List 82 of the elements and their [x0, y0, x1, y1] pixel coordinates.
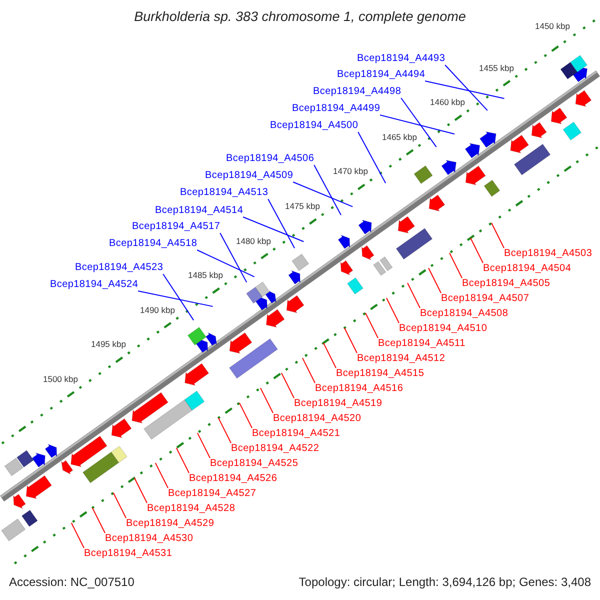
leader-line	[242, 216, 304, 242]
scale-label: 1465 kbp	[382, 132, 417, 142]
gene-label: Bcep18194_A4518	[109, 238, 198, 250]
gene-label: Bcep18194_A4494	[337, 69, 426, 81]
gene-label: Bcep18194_A4526	[189, 473, 278, 485]
gene-label: Bcep18194_A4493	[357, 53, 446, 65]
gene-label: Bcep18194_A4523	[75, 262, 164, 274]
leader-line	[449, 252, 462, 278]
scale-label: 1460 kbp	[430, 97, 465, 107]
leader-line	[138, 290, 214, 307]
scale-label: 1500 kbp	[43, 374, 78, 384]
leader-line	[322, 342, 336, 368]
gene-label: Bcep18194_A4524	[50, 279, 138, 291]
leader-line	[112, 492, 126, 518]
scale-label: 1490 kbp	[140, 305, 175, 315]
leader-line	[268, 198, 296, 249]
leader-line	[260, 387, 274, 414]
leader-line	[162, 274, 194, 321]
leader-line	[92, 507, 106, 534]
leader-line	[424, 80, 505, 99]
scale-label: 1485 kbp	[188, 270, 223, 280]
leader-line	[218, 417, 232, 444]
leader-line	[70, 522, 84, 548]
leader-line	[344, 327, 358, 354]
leader-line	[280, 372, 294, 398]
leader-line	[196, 432, 210, 458]
gene-label: Bcep18194_A4513	[180, 187, 268, 199]
leader-line	[134, 477, 148, 504]
leader-line	[154, 462, 168, 488]
gene-label: Bcep18194_A4519	[294, 398, 382, 410]
gene-label: Bcep18194_A4500	[270, 120, 358, 132]
leader-line	[365, 312, 378, 338]
leader-line	[386, 297, 400, 324]
leader-line	[220, 232, 248, 283]
leader-line	[196, 250, 255, 278]
gene-label: Bcep18194_A4510	[399, 323, 488, 335]
gene-label: Bcep18194_A4530	[105, 533, 194, 545]
leader-line	[358, 132, 386, 184]
gene-label: Bcep18194_A4527	[168, 488, 256, 500]
leader-line	[238, 402, 252, 428]
gene-label: Bcep18194_A4508	[420, 308, 508, 320]
leader-line	[491, 222, 504, 248]
leader-line	[176, 447, 190, 474]
gene-label: Bcep18194_A4522	[231, 443, 320, 455]
gene-label: Bcep18194_A4504	[483, 263, 572, 275]
leader-line	[400, 98, 437, 148]
leader-line	[380, 114, 455, 134]
leader-line	[444, 64, 488, 111]
scale-label: 1495 kbp	[91, 339, 126, 349]
scale-label: 1450 kbp	[535, 21, 570, 31]
scale-label: 1480 kbp	[236, 236, 271, 246]
accession-note: Accession: NC_007510	[9, 575, 134, 590]
gene-label: Bcep18194_A4516	[315, 383, 404, 395]
gene-label: Bcep18194_A4515	[336, 368, 424, 380]
gene-label: Bcep18194_A4521	[252, 428, 340, 440]
leader-line	[407, 282, 420, 308]
gene-label: Bcep18194_A4499	[292, 103, 380, 115]
gene-label: Bcep18194_A4511	[378, 338, 466, 350]
gene-label: Bcep18194_A4507	[441, 293, 530, 305]
gene-label: Bcep18194_A4498	[313, 86, 402, 98]
leader-line	[302, 357, 316, 384]
gene-label: Bcep18194_A4506	[226, 153, 314, 165]
leader-line	[470, 238, 484, 264]
gene-label: Bcep18194_A4503	[504, 248, 592, 260]
gene-label: Bcep18194_A4509	[205, 170, 294, 182]
leader-line	[292, 182, 354, 208]
gene-label: Bcep18194_A4512	[357, 353, 446, 365]
map-title: Burkholderia sp. 383 chromosome 1, complete genome	[133, 9, 467, 25]
gene-label: Bcep18194_A4514	[155, 205, 244, 217]
gene-label: Bcep18194_A4520	[273, 413, 362, 425]
gene-label: Bcep18194_A4525	[210, 458, 298, 470]
gene-label: Bcep18194_A4528	[147, 503, 236, 515]
gene-label: Bcep18194_A4531	[84, 548, 172, 560]
scale-label: 1475 kbp	[285, 201, 320, 211]
scale-label: 1455 kbp	[479, 63, 514, 73]
gene-label: Bcep18194_A4529	[126, 518, 214, 530]
gene-label: Bcep18194_A4517	[132, 221, 220, 233]
leader-line	[428, 268, 442, 294]
scale-label: 1470 kbp	[333, 166, 368, 176]
gene-label: Bcep18194_A4505	[462, 278, 550, 290]
leader-line	[314, 164, 342, 216]
genome-info-note: Topology: circular; Length: 3,694,126 bp; Genes: 3,408	[298, 575, 591, 590]
